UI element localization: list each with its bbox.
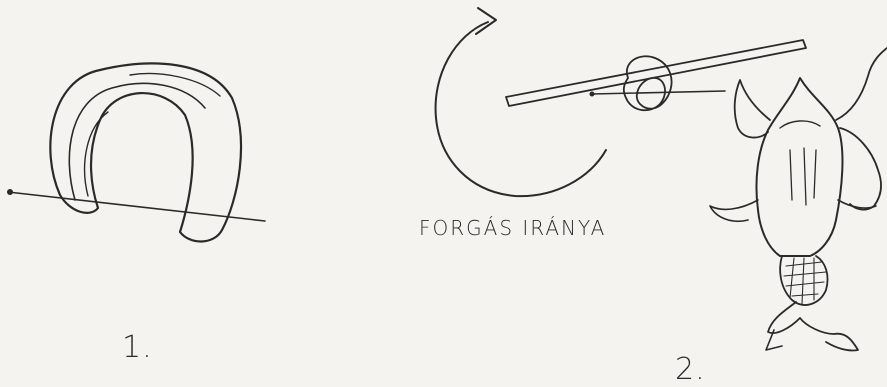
rotation-arc — [436, 22, 606, 196]
shrimp-crosshatch — [784, 258, 826, 304]
rotating-rod — [506, 40, 806, 106]
hook-shank-line — [8, 192, 265, 221]
hook-eye-dot — [7, 189, 13, 195]
shrimp-left-leg — [710, 200, 758, 221]
shrimp-right-claw — [840, 128, 881, 210]
shrimp-right-leg — [838, 200, 876, 208]
rotation-direction-caption: FORGÁS IRÁNYA — [419, 216, 606, 240]
figure-2-shank-line — [592, 91, 725, 94]
figure-2-eye-dot — [590, 92, 595, 97]
shrimp-tail-fan — [768, 302, 858, 351]
step-2-label: 2. — [675, 352, 706, 387]
shrimp-left-claw — [735, 80, 770, 138]
figure-1-loop-on-shank — [7, 63, 265, 241]
step-1-label: 1. — [122, 330, 153, 365]
figure-2-rod-and-shrimp — [506, 40, 887, 351]
shrimp-body — [756, 78, 842, 256]
loop-fold-line-inner — [85, 112, 108, 196]
rotation-arrow — [436, 8, 606, 196]
shrimp-body-stripes — [790, 148, 816, 205]
shrimp-head-line — [780, 121, 820, 128]
rod-loop — [624, 56, 672, 110]
loop-fold-line — [69, 83, 205, 200]
shrimp-right-antenna — [836, 48, 887, 120]
rotation-arrowhead — [476, 8, 496, 34]
